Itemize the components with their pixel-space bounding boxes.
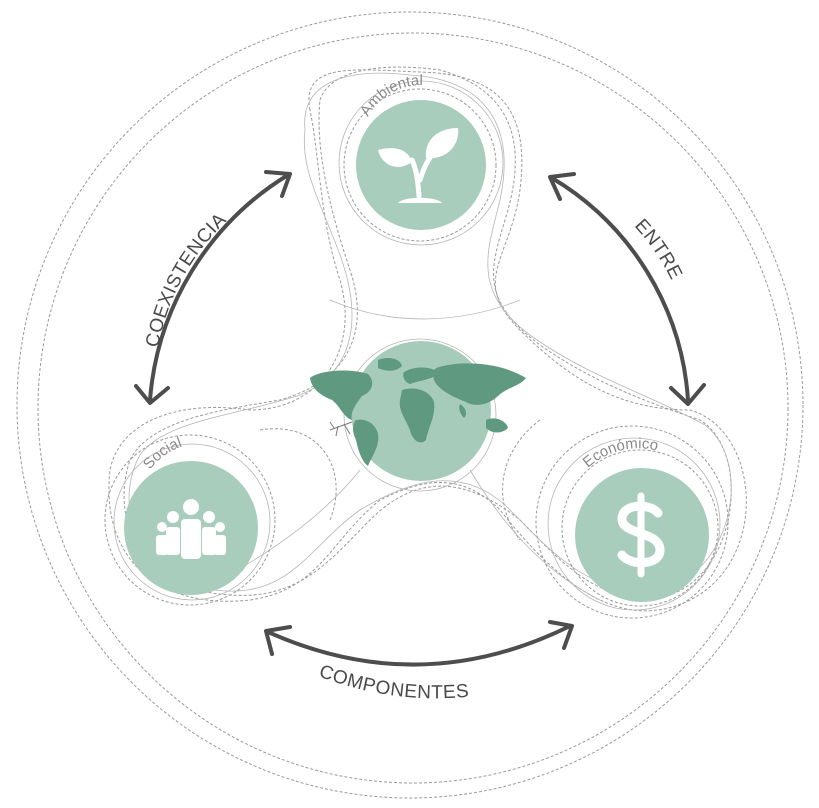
- arrow-coexistencia: [134, 170, 292, 405]
- dollar-sign-icon: [617, 492, 665, 578]
- componentes-label: COMPONENTES: [316, 661, 470, 703]
- people-group-icon: [156, 499, 226, 559]
- world-map-globe-icon: [310, 358, 526, 466]
- entre-label: ENTRE: [630, 215, 686, 283]
- economico-label: Económico: [580, 435, 660, 471]
- arrow-componentes: [264, 620, 574, 667]
- plant-sprout-icon: [378, 128, 459, 203]
- center-globe: [310, 338, 526, 492]
- ambiental-circle: [356, 100, 486, 230]
- coexistencia-label: COEXISTENCIA: [142, 209, 231, 349]
- connecting-outlines: [108, 66, 747, 612]
- airplane-icon: [329, 421, 353, 437]
- outer-boundary: [16, 11, 804, 799]
- arrow-entre: [548, 172, 706, 406]
- node-ambiental: Ambiental: [338, 72, 504, 246]
- node-economico: Económico: [535, 425, 729, 619]
